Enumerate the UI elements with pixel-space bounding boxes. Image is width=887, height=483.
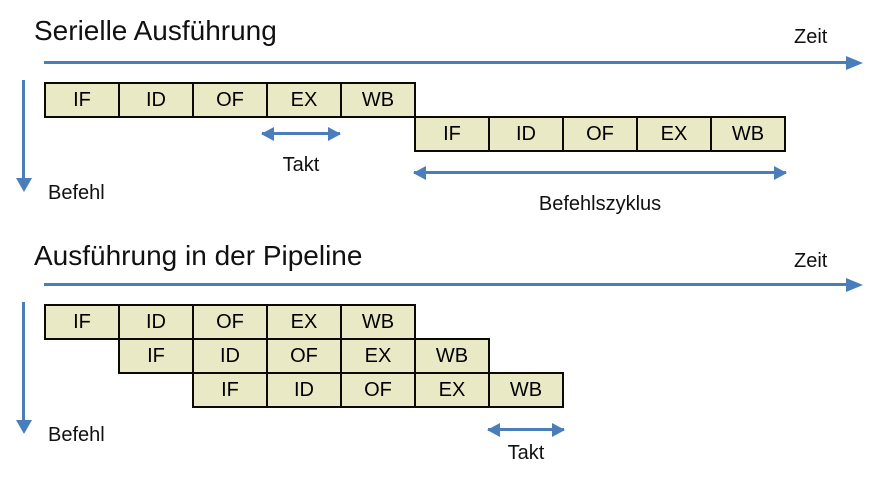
- pipeline-instruction-axis-arrow: [22, 302, 25, 422]
- pipeline-stage-cell: WB: [490, 374, 562, 406]
- pipeline-stage-cell: IF: [46, 84, 118, 116]
- pipeline-takt-double-arrow: [488, 428, 564, 431]
- serial-befehl-label: Befehl: [48, 182, 105, 204]
- pipeline-stage-cell: ID: [194, 340, 266, 372]
- serial-takt-label: Takt: [282, 154, 320, 176]
- pipeline-stage-cell: EX: [638, 118, 710, 150]
- serial-time-axis-label: Zeit: [794, 26, 828, 48]
- pipeline-time-axis-arrow: [44, 283, 846, 286]
- pipeline-stage-cell: IF: [46, 306, 118, 338]
- pipeline-stage-cell: IF: [194, 374, 266, 406]
- pipeline-stage-cell: WB: [712, 118, 784, 150]
- pipeline-stage-cell: OF: [268, 340, 340, 372]
- pipeline-stage-cell: EX: [268, 306, 340, 338]
- pipeline-stage-cell: IF: [120, 340, 192, 372]
- pipeline-stage-cell: WB: [342, 84, 414, 116]
- pipeline-stage-cell: EX: [416, 374, 488, 406]
- pipeline-stage-cell: ID: [120, 306, 192, 338]
- serial-section-title: Serielle Ausführung: [34, 15, 277, 46]
- pipeline-befehl-label: Befehl: [48, 424, 105, 446]
- pipeline-stage-cell: OF: [342, 374, 414, 406]
- pipeline-stage-cell: OF: [194, 84, 266, 116]
- pipeline-stage-cell: ID: [268, 374, 340, 406]
- pipeline-stage-cell: ID: [490, 118, 562, 150]
- pipeline-takt-label: Takt: [507, 442, 545, 464]
- pipeline-stage-cell: ID: [120, 84, 192, 116]
- pipeline-stage-cell: IF: [416, 118, 488, 150]
- pipeline-time-axis-label: Zeit: [794, 250, 828, 272]
- pipeline-stage-cell: OF: [194, 306, 266, 338]
- befehlszyklus-double-arrow: [414, 171, 786, 174]
- pipeline-stage-cell: OF: [564, 118, 636, 150]
- pipeline-stage-cell: EX: [268, 84, 340, 116]
- pipeline-stage-cell: WB: [342, 306, 414, 338]
- serial-takt-double-arrow: [262, 132, 340, 135]
- pipeline-stage-cell: WB: [416, 340, 488, 372]
- pipeline-stage-cell: EX: [342, 340, 414, 372]
- pipeline-section-title: Ausführung in der Pipeline: [34, 240, 363, 271]
- serial-instruction-axis-arrow: [22, 80, 25, 180]
- serial-time-axis-arrow: [44, 61, 846, 64]
- befehlszyklus-label: Befehlszyklus: [538, 193, 662, 215]
